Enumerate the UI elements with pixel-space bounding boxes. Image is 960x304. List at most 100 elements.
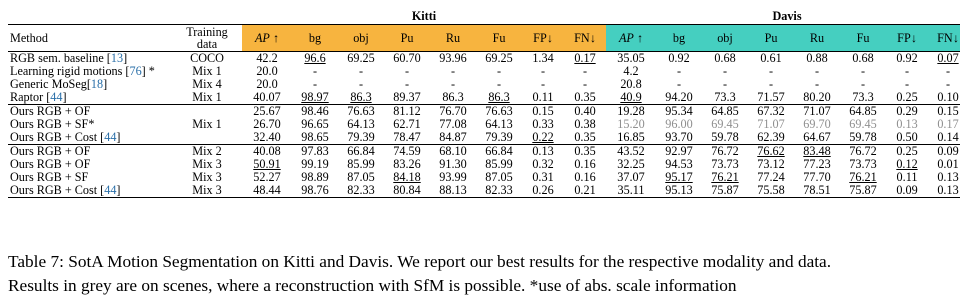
davis-value-cell: 0.07 — [937, 51, 959, 65]
davis-value-cell: 95.34 — [665, 104, 693, 118]
kitti-value-cell: 79.39 — [347, 130, 375, 144]
kitti-value-cell: - — [540, 77, 546, 91]
citation-link[interactable]: 44 — [104, 130, 117, 144]
kitti-value-cell: 0.32 — [532, 157, 554, 171]
davis-value-cell: 37.07 — [617, 170, 645, 184]
davis-value-cell: - — [722, 64, 728, 78]
kitti-value-cell: 74.59 — [393, 144, 421, 158]
kitti-value-cell: 98.89 — [301, 170, 329, 184]
davis-value-cell: 0.09 — [937, 144, 959, 158]
davis-value-cell: 95.13 — [665, 183, 693, 197]
kitti-value-cell: 50.91 — [253, 157, 281, 171]
kitti-value-cell: 66.84 — [485, 144, 513, 158]
down-arrow-icon: ↓ — [546, 30, 553, 45]
training-cell: Mix 2 — [192, 144, 222, 158]
davis-value-cell: 62.39 — [757, 130, 785, 144]
kitti-value-cell: 76.63 — [485, 104, 513, 118]
down-arrow-icon: ↓ — [589, 30, 596, 45]
kitti-value-cell: - — [312, 77, 318, 91]
kitti-value-cell: 40.08 — [253, 144, 281, 158]
citation-link[interactable]: 44 — [104, 183, 117, 197]
method-cell: Ours RGB + SF — [10, 170, 89, 184]
kitti-value-cell: 68.10 — [439, 144, 467, 158]
kitti-value-cell: 98.76 — [301, 183, 329, 197]
kitti-value-cell: 48.44 — [253, 183, 281, 197]
davis-value-cell: 0.25 — [896, 90, 918, 104]
kitti-value-cell: 96.6 — [304, 51, 326, 65]
caption-line-2: Results in grey are on scenes, where a r… — [8, 276, 737, 295]
kitti-value-cell: 93.96 — [439, 51, 467, 65]
davis-value-cell: 0.25 — [896, 144, 918, 158]
davis-value-cell: 20.8 — [620, 77, 642, 91]
method-cell: Raptor [44] — [10, 90, 67, 104]
davis-value-cell: 67.32 — [757, 104, 785, 118]
kitti-value-cell: 66.84 — [347, 144, 375, 158]
davis-value-cell: 0.15 — [937, 104, 959, 118]
col-training-line2: data — [196, 37, 218, 51]
kitti-value-cell: 25.67 — [253, 104, 281, 118]
kitti-value-cell: 82.33 — [347, 183, 375, 197]
method-cell: Ours RGB + SF* — [10, 117, 95, 131]
davis-value-cell: - — [860, 77, 866, 91]
kitti-value-cell: 0.16 — [574, 157, 596, 171]
citation-link[interactable]: 18 — [90, 77, 104, 91]
kitti-value-cell: 0.22 — [532, 130, 554, 144]
kitti-value-cell: 96.65 — [301, 117, 329, 131]
kitti-fn-label: FN — [574, 30, 590, 45]
davis-value-cell: 76.62 — [757, 144, 785, 158]
kitti-value-cell: 81.12 — [393, 104, 421, 118]
kitti-value-cell: - — [582, 64, 588, 78]
citation-link[interactable]: 13 — [110, 51, 124, 65]
davis-value-cell: 15.20 — [617, 117, 645, 131]
training-cell: COCO — [190, 51, 224, 65]
kitti-col-ru: Ru — [430, 24, 476, 52]
kitti-value-cell: 20.0 — [256, 64, 278, 78]
kitti-value-cell: 87.05 — [485, 170, 513, 184]
davis-value-cell: 0.11 — [896, 170, 918, 184]
davis-value-cell: 0.92 — [668, 51, 690, 65]
citation-link[interactable]: 44 — [50, 90, 63, 104]
caption-line-1: Table 7: SotA Motion Segmentation on Kit… — [8, 252, 832, 271]
davis-value-cell: 0.14 — [937, 130, 959, 144]
davis-value-cell: 92.97 — [665, 144, 693, 158]
col-training-line1: Training — [186, 25, 228, 39]
kitti-value-cell: 93.99 — [439, 170, 467, 184]
kitti-value-cell: 0.33 — [532, 117, 554, 131]
davis-fp-label: FP — [897, 30, 911, 45]
davis-col-ru: Ru — [794, 24, 840, 52]
davis-value-cell: 80.20 — [803, 90, 831, 104]
kitti-value-cell: - — [450, 77, 456, 91]
kitti-value-cell: 0.35 — [574, 144, 596, 158]
davis-value-cell: 0.68 — [852, 51, 874, 65]
column-header-row: Method Training data AP ↑ bg obj Pu Ru F… — [8, 24, 960, 52]
training-cell: Mix 1 — [192, 117, 222, 131]
davis-value-cell: 43.52 — [617, 144, 645, 158]
method-cell: Ours RGB + Cost [44] — [10, 130, 121, 144]
citation-link[interactable]: 76 — [129, 64, 142, 78]
kitti-col-bg: bg — [292, 24, 338, 52]
davis-value-cell: 69.70 — [803, 117, 831, 131]
davis-value-cell: 75.58 — [757, 183, 785, 197]
kitti-value-cell: 64.13 — [347, 117, 375, 131]
kitti-value-cell: 0.40 — [574, 104, 596, 118]
davis-value-cell: 75.87 — [849, 183, 877, 197]
kitti-value-cell: - — [404, 64, 410, 78]
training-cell: Mix 1 — [192, 90, 222, 104]
davis-value-cell: 0.68 — [714, 51, 736, 65]
davis-value-cell: 77.23 — [803, 157, 831, 171]
kitti-value-cell: 0.13 — [532, 144, 554, 158]
kitti-value-cell: 69.25 — [485, 51, 513, 65]
davis-value-cell: 76.21 — [849, 170, 877, 184]
davis-col-pu: Pu — [748, 24, 794, 52]
davis-value-cell: 35.11 — [617, 183, 645, 197]
kitti-value-cell: 76.63 — [347, 104, 375, 118]
kitti-value-cell: 85.99 — [347, 157, 375, 171]
kitti-value-cell: 1.34 — [532, 51, 554, 65]
